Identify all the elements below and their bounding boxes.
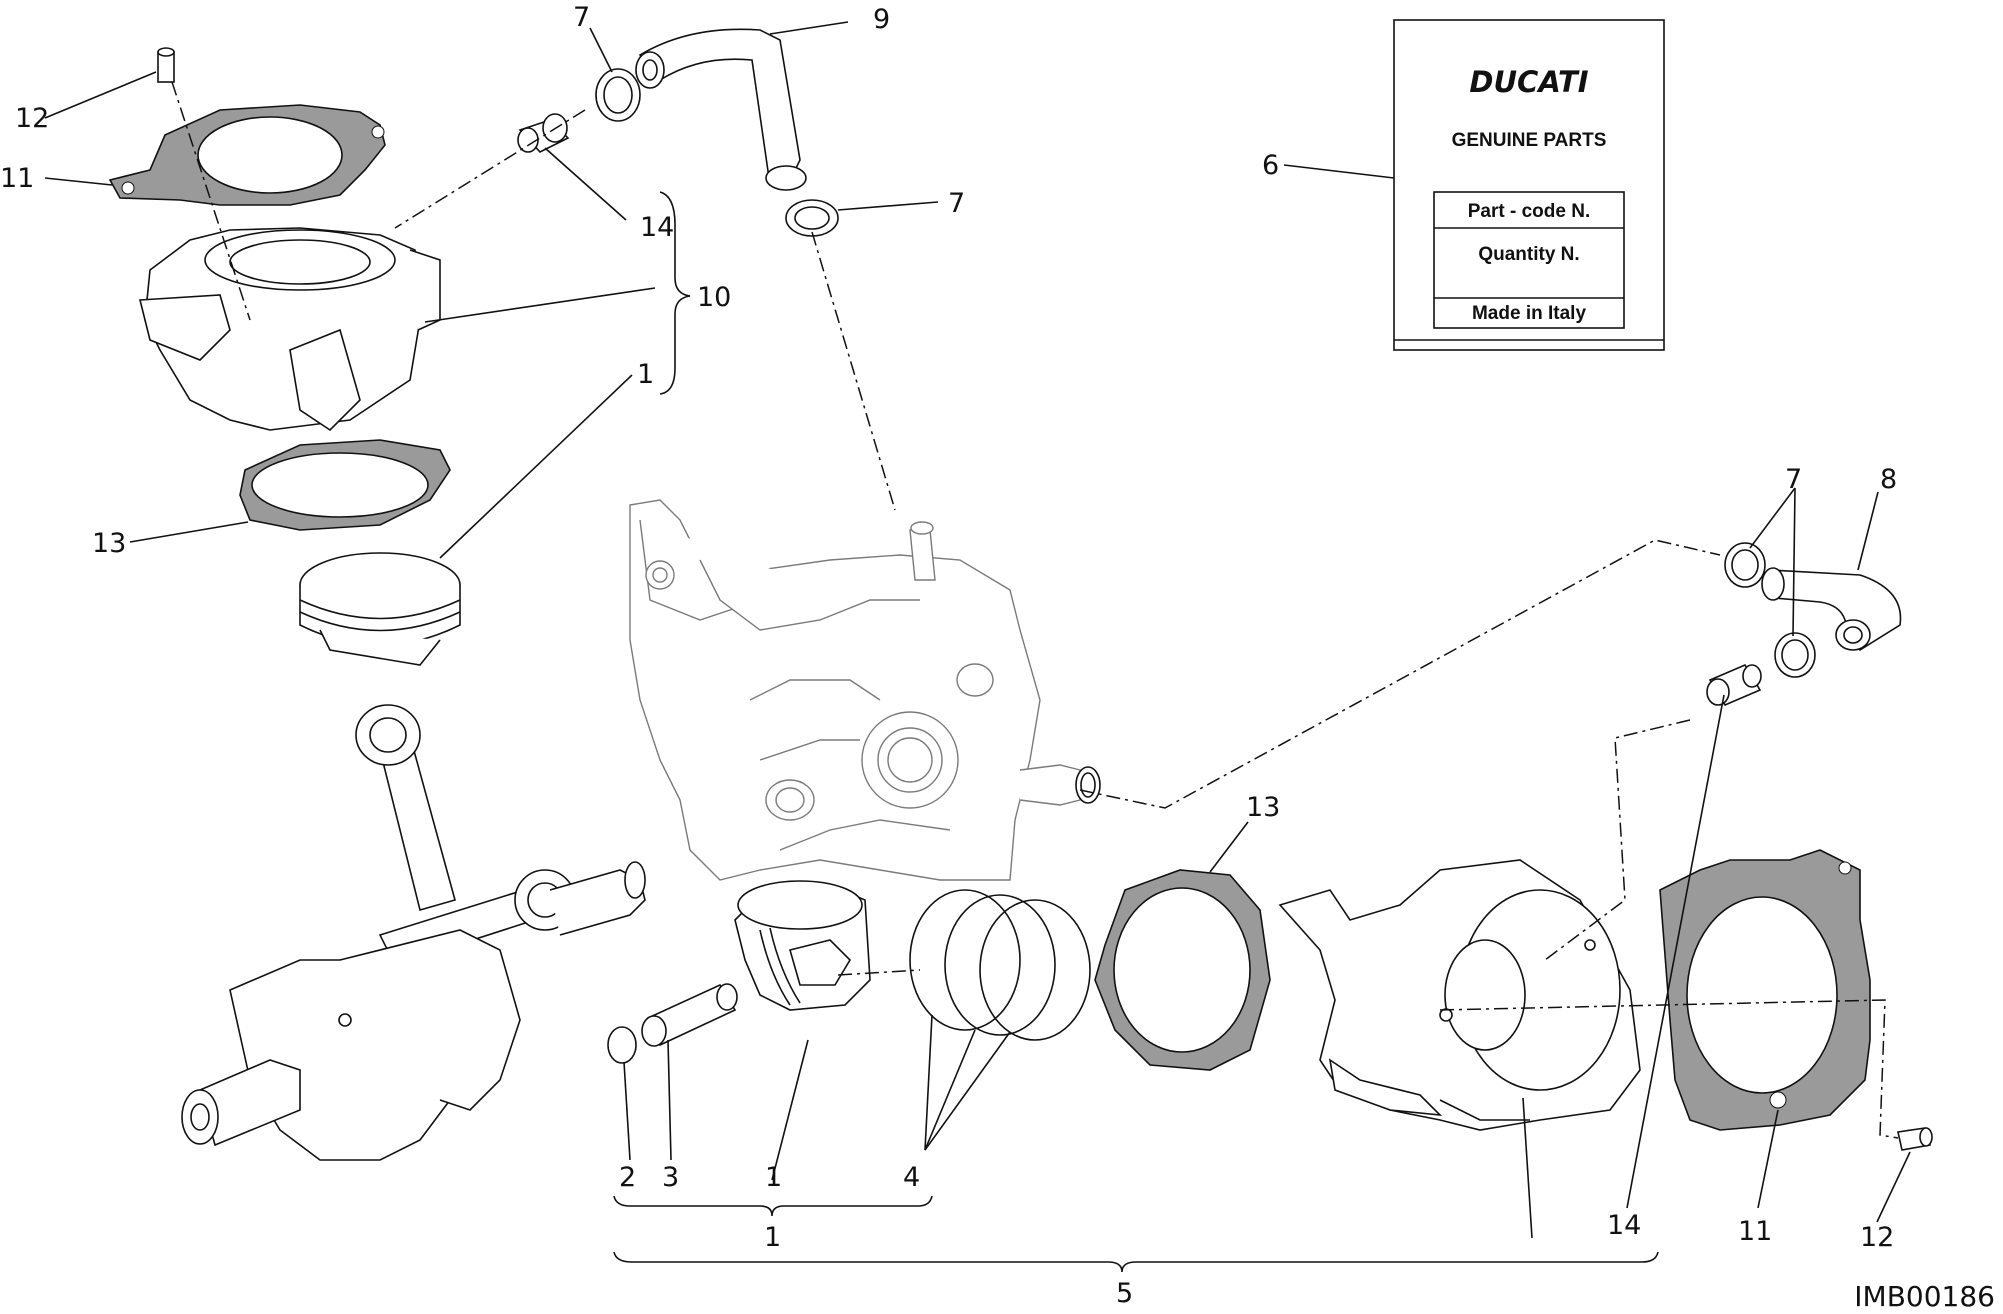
callout-labels: 12 11 7 9 14 7 10 1 13 6 7 8 13 2 3 1 4 … [0, 2, 1897, 1309]
callout-11-upper: 11 [0, 163, 34, 194]
drawing-code: IMB00186 [1854, 1280, 1995, 1313]
upper-cylinder-assembly [108, 47, 461, 666]
callout-7-middle: 7 [948, 188, 965, 219]
callout-6: 6 [1262, 150, 1279, 181]
callout-11-lower: 11 [1738, 1216, 1772, 1247]
callout-1-upper: 1 [637, 359, 654, 390]
right-hose-assembly [1706, 542, 1902, 707]
callout-10: 10 [697, 282, 731, 313]
assembly-axes [171, 81, 1899, 1139]
callout-1-piston: 1 [765, 1162, 782, 1193]
label-made-in: Made in Italy [1472, 303, 1586, 324]
callout-13-upper: 13 [92, 528, 126, 559]
callout-4: 4 [903, 1162, 920, 1193]
callout-14-lower: 14 [1607, 1210, 1641, 1241]
callout-9: 9 [873, 4, 890, 35]
crankcase-half [629, 499, 1101, 881]
lower-exploded-parts [607, 849, 1933, 1151]
callout-3: 3 [662, 1162, 679, 1193]
callout-12-lower: 12 [1860, 1222, 1894, 1253]
brand-logo-text: DUCATI [1469, 65, 1588, 99]
callout-7-top: 7 [573, 2, 590, 33]
upper-hose-assembly [517, 28, 839, 237]
callout-1-group: 1 [764, 1222, 781, 1253]
label-title: GENUINE PARTS [1452, 130, 1607, 151]
callout-12-upper: 12 [15, 103, 49, 134]
label-part-code: Part - code N. [1468, 201, 1590, 222]
crankshaft-connecting-rod [181, 704, 646, 1161]
leader-lines [44, 21, 1911, 1273]
callout-14-upper: 14 [640, 212, 674, 243]
genuine-parts-label: DUCATI GENUINE PARTS Part - code N. Quan… [1393, 19, 1665, 351]
callout-2: 2 [619, 1162, 636, 1193]
label-quantity: Quantity N. [1478, 244, 1579, 265]
callout-13-lower: 13 [1246, 792, 1280, 823]
callout-8: 8 [1880, 464, 1897, 495]
callout-5: 5 [1116, 1278, 1133, 1309]
callout-7-right: 7 [1785, 464, 1802, 495]
